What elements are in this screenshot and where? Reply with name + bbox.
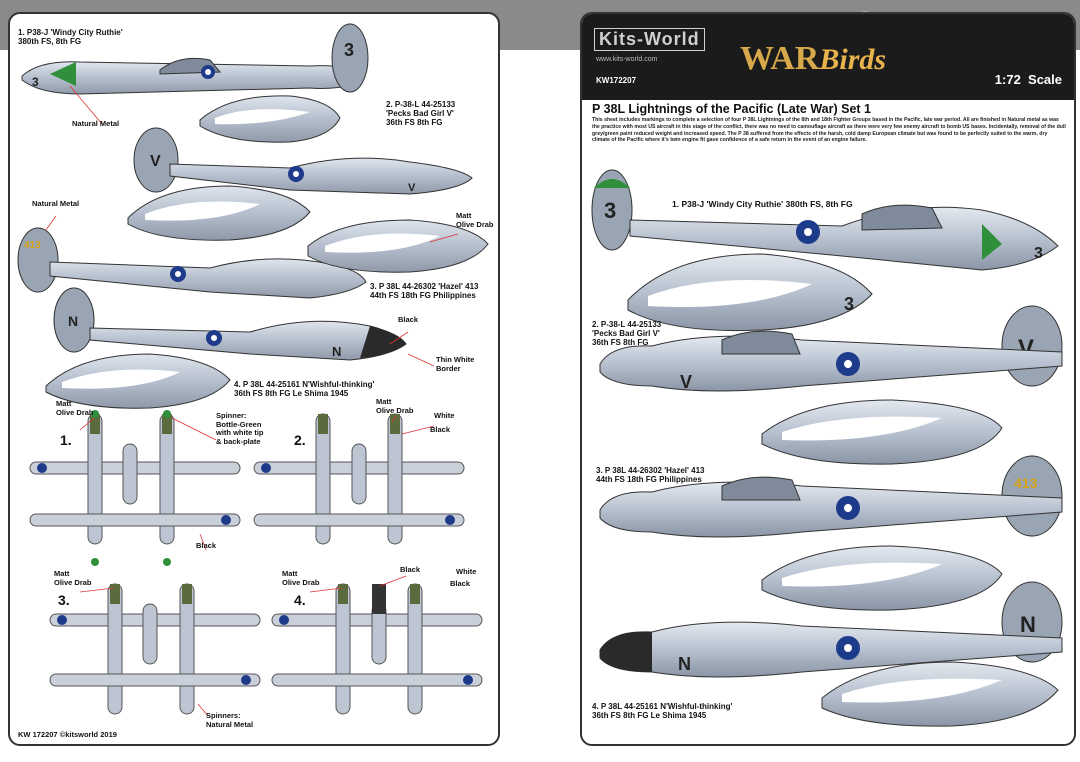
sheet-title: P 38L Lightnings of the Pacific (Late Wa… (592, 102, 871, 116)
callout-leader-lines (45, 85, 459, 717)
callout-spinners-natural-metal: Spinners: Natural Metal (206, 711, 254, 729)
svg-text:N: N (1020, 612, 1036, 637)
brand-url: www.kits-world.com (596, 56, 658, 63)
warbirds-logo-war: WAR (740, 40, 820, 77)
right-aircraft-3-label: 3. P 38L 44-26302 'Hazel' 413 44th FS 18… (596, 466, 705, 484)
aircraft-1-nacelle (199, 95, 341, 143)
svg-text:3: 3 (344, 40, 354, 60)
right-aircraft-4-label: 4. P 38L 44-25161 N'Wishful-thinking' 36… (592, 702, 733, 720)
plan-number-1: 1. (60, 432, 72, 448)
aircraft-4-nacelle (45, 353, 231, 409)
svg-text:413: 413 (24, 240, 41, 251)
svg-text:413: 413 (1014, 475, 1038, 491)
plan-view-3-upper (49, 583, 261, 715)
callout-matt-olive-drab-3: Matt Olive Drab (376, 397, 414, 415)
right-aircraft-3-nacelle (761, 545, 1003, 611)
svg-text:V: V (408, 182, 416, 194)
callout-natural-metal-2: Natural Metal (32, 199, 80, 208)
product-code: KW172207 (596, 76, 637, 85)
left-artwork: 3 3 V V 413 (17, 23, 489, 717)
warbirds-logo: WARBirds (740, 40, 886, 78)
right-artwork: 3 3 3 V V 413 426302 (591, 169, 1063, 727)
svg-text:V: V (680, 372, 692, 392)
aircraft-3-nacelle (307, 219, 489, 273)
right-aircraft-1-label: 1. P38-J 'Windy City Ruthie' 380th FS, 8… (672, 199, 853, 209)
callout-matt-olive-drab-4: Matt Olive Drab (54, 569, 92, 587)
sheet-intro: This sheet includes markings to complete… (592, 117, 1066, 144)
svg-text:3: 3 (32, 75, 39, 89)
svg-text:V: V (150, 153, 161, 170)
svg-text:3: 3 (1034, 245, 1043, 262)
aircraft-2-side-profile: V V (133, 127, 473, 195)
callout-white-1: White (434, 411, 455, 420)
left-aircraft-4-label: 4. P 38L 44-25161 N'Wishful-thinking' 36… (234, 380, 375, 398)
left-aircraft-2-label: 2. P-38-L 44-25133 'Pecks Bad Girl V' 36… (386, 100, 456, 127)
right-aircraft-2-nacelle (761, 399, 1003, 465)
plan-view-1-upper (29, 410, 241, 545)
right-aircraft-2-label: 2. P-38-L 44-25133 'Pecks Bad Girl V' 36… (592, 320, 662, 347)
svg-text:N: N (332, 344, 341, 359)
aircraft-4-side-profile: N N (53, 287, 407, 361)
callout-matt-olive-drab-5: Matt Olive Drab (282, 569, 320, 587)
callout-matt-olive-drab-2: Matt Olive Drab (56, 399, 94, 417)
callout-black-4: Black (400, 565, 421, 574)
callout-black-2: Black (430, 425, 451, 434)
right-aircraft-2-side: V V (599, 305, 1063, 392)
plan-view-2-lower (253, 513, 465, 527)
left-aircraft-1-label: 1. P38-J 'Windy City Ruthie' 380th FS, 8… (18, 28, 123, 46)
right-aircraft-4-side: N N (599, 581, 1063, 678)
scale-label: 1:72 Scale (994, 72, 1062, 87)
right-aircraft-1-side: 3 3 (591, 169, 1059, 271)
callout-black-3: Black (196, 541, 217, 550)
plan-number-2: 2. (294, 432, 306, 448)
right-aircraft-3-side: 413 426302 (599, 455, 1063, 538)
callout-black-1: Black (398, 315, 419, 324)
plan-number-3: 3. (58, 592, 70, 608)
callout-natural-metal-1: Natural Metal (72, 119, 120, 128)
callout-white-2: White (456, 567, 477, 576)
warbirds-logo-birds: Birds (819, 43, 887, 76)
profile-sheet-left: 3 3 V V 413 (8, 12, 500, 746)
svg-text:3: 3 (844, 294, 854, 314)
callout-thin-white-border: Thin White Border (436, 355, 475, 373)
decal-sheet-right: Kits-World www.kits-world.com KW172207 W… (580, 12, 1076, 746)
aircraft-1-side-profile: 3 3 (21, 23, 369, 95)
plan-view-4-lower (271, 673, 483, 687)
callout-matt-olive-drab-1: Matt Olive Drab (456, 211, 494, 229)
right-aircraft-4-nacelle (821, 661, 1059, 727)
callout-black-5: Black (450, 579, 471, 588)
svg-text:N: N (68, 313, 78, 329)
left-footer: KW 172207 ©kitsworld 2019 (18, 730, 117, 739)
aircraft-2-nacelle (127, 185, 311, 241)
plan-view-2-upper (253, 413, 465, 545)
plan-number-4: 4. (294, 592, 306, 608)
right-aircraft-1-nacelle: 3 (627, 253, 873, 332)
plan-view-3-lower (49, 673, 261, 687)
svg-text:N: N (678, 654, 691, 674)
svg-text:3: 3 (604, 198, 616, 223)
brand-logo: Kits-World (594, 28, 705, 51)
callout-spinner-note: Spinner: Bottle-Green with white tip & b… (216, 411, 264, 446)
plan-view-1-lower (29, 513, 241, 566)
left-aircraft-3-label: 3. P 38L 44-26302 'Hazel' 413 44th FS 18… (370, 282, 479, 300)
